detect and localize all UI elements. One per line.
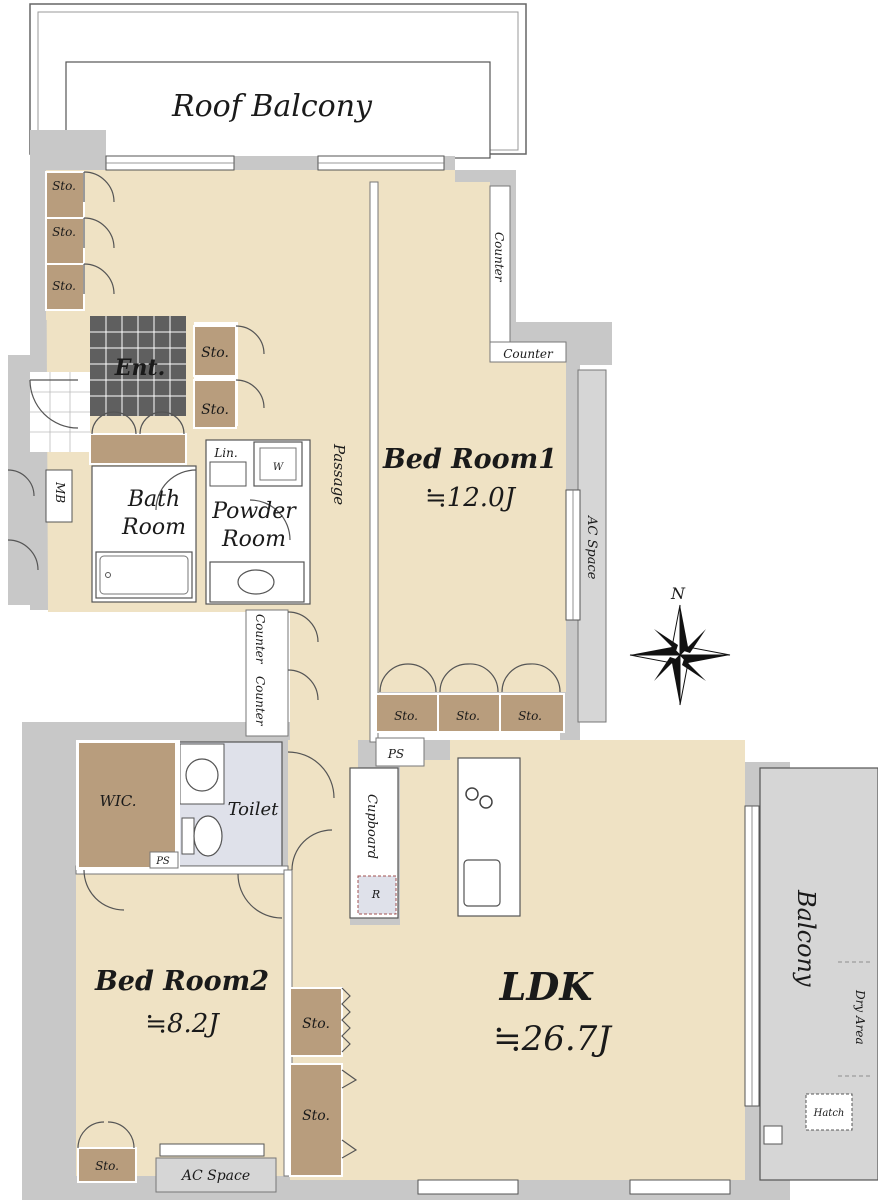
storage-label: Sto. <box>52 225 76 239</box>
balcony-area <box>759 767 878 1181</box>
kitchen <box>349 757 521 919</box>
cupboard-label: Cupboard <box>364 794 379 859</box>
ldk-label: LDK <box>499 964 595 1009</box>
storage-label: Sto. <box>52 279 76 293</box>
meter-box <box>45 469 73 523</box>
ps-label-upper: PS <box>387 747 404 761</box>
door-swings <box>7 171 561 1159</box>
counter-horizontal <box>489 341 567 363</box>
storage-label: Sto. <box>302 1108 330 1124</box>
compass <box>629 604 731 706</box>
entrance-tile <box>30 316 187 465</box>
counter-label-horizontal: Counter <box>503 347 554 361</box>
storage-label: Sto. <box>52 179 76 193</box>
ps-label-lower: PS <box>155 856 170 867</box>
toilet-label: Toilet <box>228 799 280 820</box>
counter-label-vertical: Counter <box>492 232 506 283</box>
storage-label: Sto. <box>394 709 418 723</box>
hatch-label: Hatch <box>813 1108 845 1119</box>
storage-label: Sto. <box>302 1016 330 1032</box>
wet-areas <box>91 439 311 867</box>
washer-label: W <box>273 462 284 473</box>
ps-box-lower <box>149 851 179 869</box>
storage-label: Sto. <box>518 709 542 723</box>
bedroom1-label: Bed Room1 <box>382 444 557 475</box>
counter-label-left-lower: Counter <box>253 676 267 727</box>
bedroom1-size: ≒12.0J <box>425 483 517 513</box>
roof-balcony-label: Roof Balcony <box>171 89 373 124</box>
storage-label: Sto. <box>201 402 229 418</box>
windows <box>105 155 760 1195</box>
bath-label-line2: Room <box>121 515 186 540</box>
wic-label: WIC. <box>99 792 136 810</box>
ac-space-bottom <box>155 1157 277 1193</box>
storage-label: Sto. <box>456 709 480 723</box>
powder-label-line2: Room <box>221 527 286 552</box>
mb-label: MB <box>53 481 67 503</box>
ps-box-upper <box>375 737 425 767</box>
powder-label-line1: Powder <box>211 499 297 524</box>
ac-space-right <box>577 369 607 723</box>
bedroom2-size: ≒8.2J <box>145 1009 220 1039</box>
passage-label: Passage <box>330 443 348 505</box>
ac-space-bottom-label: AC Space <box>180 1168 250 1184</box>
storage-label: Sto. <box>95 1159 119 1173</box>
balcony-label: Balcony <box>792 889 820 987</box>
ldk-size: ≒26.7J <box>493 1019 613 1059</box>
storage-units <box>45 171 565 1183</box>
dry-area-label: Dry Area <box>853 989 867 1045</box>
bath-label-line1: Bath <box>127 487 180 512</box>
compass-north-label: N <box>670 584 686 603</box>
ac-space-right-label: AC Space <box>584 515 599 580</box>
roof-balcony <box>29 3 527 159</box>
linen-label: Lin. <box>213 446 237 460</box>
refrigerator-label: R <box>371 888 380 901</box>
entrance-label: Ent. <box>114 355 166 381</box>
bedroom2-label: Bed Room2 <box>94 966 269 997</box>
counter-label-left-upper: Counter <box>253 614 267 665</box>
storage-label: Sto. <box>201 345 229 361</box>
